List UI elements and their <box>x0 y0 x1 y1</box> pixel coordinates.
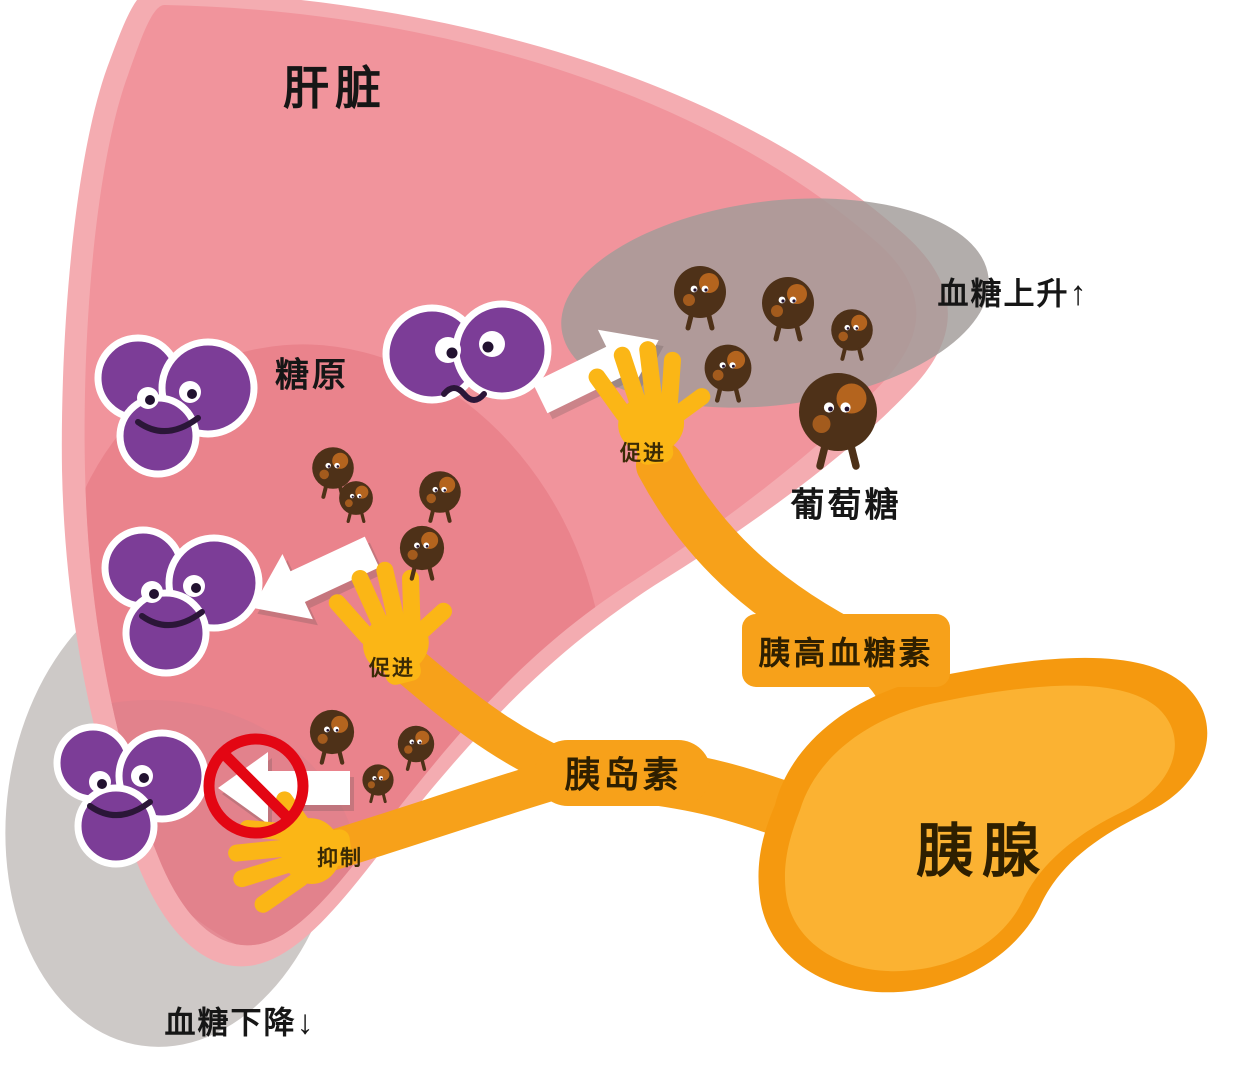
promote-insulin-label: 促进 <box>369 657 415 680</box>
glucagon-label: 胰高血糖素 <box>758 635 934 671</box>
insulin-branch-inhibit <box>310 758 580 871</box>
glycogen-molecule-middle <box>101 526 263 677</box>
hormone-pathways <box>231 343 1208 993</box>
blood-sugar-up-label: 血糖上升↑ <box>938 269 1089 314</box>
inhibit-insulin-label: 抑制 <box>317 847 363 870</box>
promote-glucagon-label: 促进 <box>620 442 666 465</box>
up-arrow-icon: ↑ <box>1069 274 1089 313</box>
blood-sugar-down-text: 血糖下降 <box>164 1005 297 1041</box>
blood-sugar-down-label: 血糖下降↓ <box>165 998 316 1043</box>
down-arrow-icon: ↓ <box>296 1003 316 1042</box>
glucagon-label-box <box>742 614 950 687</box>
glycogen-molecule-breaking <box>382 300 552 404</box>
glycogen-molecule-bottom <box>53 723 209 868</box>
glycogen-molecule-top <box>94 334 258 478</box>
insulin-label-bulge <box>535 740 711 806</box>
blood-sugar-up-text: 血糖上升 <box>937 276 1070 312</box>
insulin-label: 胰岛素 <box>564 754 682 795</box>
pancreas-inner-shape <box>784 685 1175 972</box>
prohibition-icon <box>203 733 309 839</box>
glucose-label: 葡萄糖 <box>790 486 902 525</box>
liver-label: 肝脏 <box>283 62 387 114</box>
pancreas-label: 胰腺 <box>915 819 1049 884</box>
glycogen-label: 糖原 <box>275 356 349 395</box>
